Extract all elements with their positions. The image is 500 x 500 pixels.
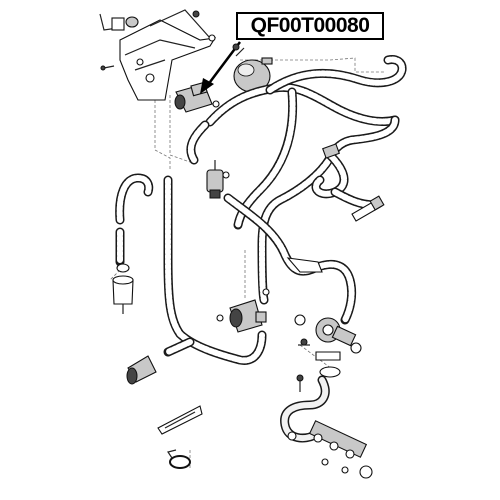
inline-filter [112, 263, 134, 314]
bushing [125, 16, 139, 28]
vacuum-cap [126, 355, 157, 385]
part-number-label: QF00T00080 [236, 12, 384, 40]
nut [192, 10, 200, 18]
bracket-assembly [99, 9, 217, 101]
mounting-bracket [119, 19, 217, 101]
tee-connector [322, 143, 340, 159]
vacuum-solenoid-valve [174, 81, 220, 113]
hose-clip [157, 405, 203, 435]
vacuum-actuator [216, 288, 270, 333]
grommet [111, 17, 125, 31]
solenoid-valve-secondary [206, 160, 230, 199]
egr-valve [294, 314, 362, 392]
vacuum-hoses [115, 55, 407, 443]
vacuum-reservoir [232, 43, 273, 93]
hose-clamp [167, 449, 191, 469]
inline-connector [351, 195, 385, 222]
fuel-rail [287, 420, 373, 479]
small-bracket [286, 257, 323, 273]
